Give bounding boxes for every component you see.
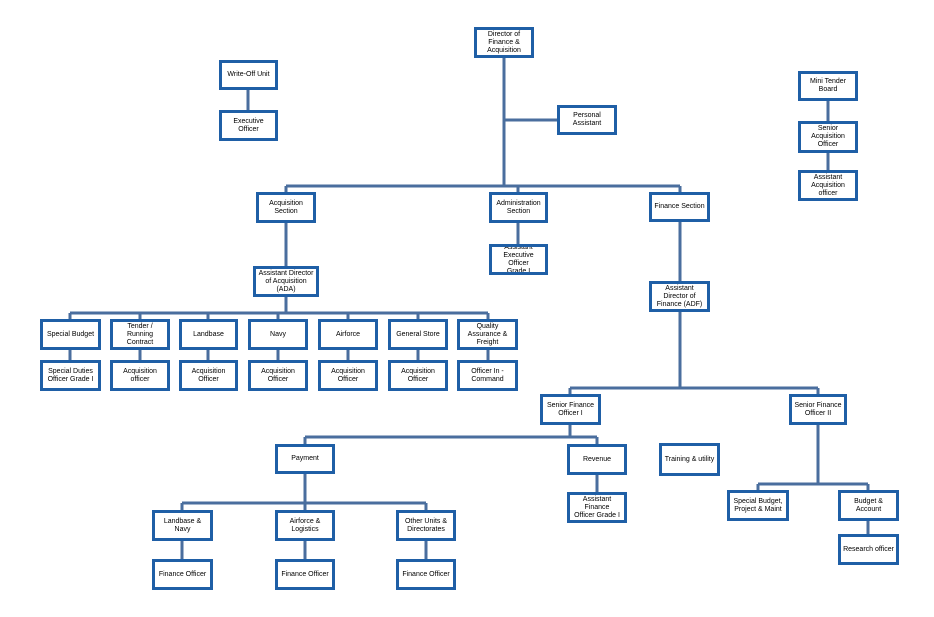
node-acquisition-officer-tender: Acquisition officer [110,360,170,391]
node-adf: Assistant Director of Finance (ADF) [649,281,710,312]
node-senior-acquisition-officer: Senior Acquisition Officer [798,121,858,153]
node-special-budget-project-maint: Special Budget, Project & Maint [727,490,789,521]
node-training-utility: Training & utility [659,443,720,476]
node-revenue: Revenue [567,444,627,475]
node-assistant-acquisition-officer: Assistant Acquisition officer [798,170,858,201]
node-director: Director of Finance & Acquisition [474,27,534,58]
node-write-off-unit: Write-Off Unit [219,60,278,90]
node-acquisition-officer-landbase: Acquisition Officer [179,360,238,391]
node-special-budget: Special Budget [40,319,101,350]
node-acquisition-officer-general-store: Acquisition Officer [388,360,448,391]
node-finance-officer-airforce-logistics: Finance Officer [275,559,335,590]
node-research-officer: Research officer [838,534,899,565]
node-mini-tender-board: Mini Tender Board [798,71,858,101]
node-special-duties-officer: Special Duties Officer Grade I [40,360,101,391]
node-payment: Payment [275,444,335,474]
node-budget-account: Budget & Account [838,490,899,521]
node-other-units-directorates: Other Units & Directorates [396,510,456,541]
node-landbase: Landbase [179,319,238,350]
node-landbase-navy: Landbase & Navy [152,510,213,541]
node-quality-assurance-freight: Quality Assurance & Freight [457,319,518,350]
node-acquisition-officer-airforce: Acquisition Officer [318,360,378,391]
node-write-off-executive-officer: Executive Officer [219,110,278,141]
node-ada: Assistant Director of Acquisition (ADA) [253,266,319,297]
node-finance-section: Finance Section [649,192,710,222]
node-tender-running-contract: Tender / Running Contract [110,319,170,350]
node-acquisition-officer-navy: Acquisition Officer [248,360,308,391]
node-airforce: Airforce [318,319,378,350]
node-administration-section: Administration Section [489,192,548,223]
node-assistant-executive-officer: Assistant Executive Officer Grade I [489,244,548,275]
node-acquisition-section: Acquisition Section [256,192,316,223]
node-senior-finance-officer-2: Senior Finance Officer II [789,394,847,425]
node-airforce-logistics: Airforce & Logistics [275,510,335,541]
node-finance-officer-landbase-navy: Finance Officer [152,559,213,590]
node-officer-in-command: Officer In - Command [457,360,518,391]
node-assistant-finance-officer: Assistant Finance Officer Grade I [567,492,627,523]
node-finance-officer-other-units: Finance Officer [396,559,456,590]
node-personal-assistant: Personal Assistant [557,105,617,135]
node-navy: Navy [248,319,308,350]
node-senior-finance-officer-1: Senior Finance Officer I [540,394,601,425]
node-general-store: General Store [388,319,448,350]
